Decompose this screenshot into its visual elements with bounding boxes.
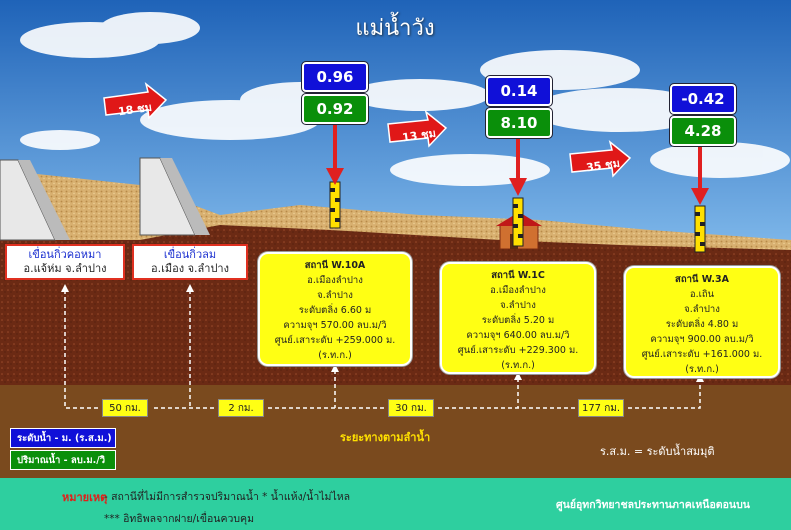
rsm-note: ร.ส.ม. = ระดับน้ำสมมุติ	[600, 445, 715, 458]
dam-location: อ.แจ้ห่ม จ.ลำปาง	[23, 262, 107, 275]
travel-arrow-3	[569, 140, 632, 178]
station-name: สถานี W.3A	[675, 274, 729, 285]
station-bank-level: ระดับตลิ่ง 5.20 ม	[481, 315, 555, 326]
dam-kiew-lom: เขื่อนกิ่วลม อ.เมือง จ.ลำปาง	[132, 244, 248, 280]
station-capacity: ความจุฯ 900.00 ลบ.ม/วิ	[650, 334, 754, 345]
flow-w10a: 0.92	[301, 93, 369, 125]
footer-bar	[0, 478, 791, 530]
station-bank-level: ระดับตลิ่ง 4.80 ม	[665, 319, 739, 330]
distance-caption: ระยะทางตามลำน้ำ	[340, 431, 431, 444]
staff-gauge-1	[329, 181, 341, 229]
water-level-w10a: 0.96	[301, 61, 369, 93]
water-level-w1c: 0.14	[485, 75, 553, 107]
travel-arrow-2	[387, 110, 448, 148]
legend-water-level: ระดับน้ำ - ม. (ร.ส.ม.)	[10, 428, 116, 448]
station-district: อ.เมืองลำปาง	[307, 275, 363, 286]
note-line-1: - สถานีที่ไม่มีการสำรวจปริมาณน้ำ * น้ำแห…	[104, 491, 351, 503]
station-w1c: สถานี W.1C อ.เมืองลำปาง จ.ลำปาง ระดับตลิ…	[440, 262, 596, 374]
dam-kiew-kho-ma: เขื่อนกิ่วคอหมา อ.แจ้ห่ม จ.ลำปาง	[5, 244, 125, 280]
station-district: อ.เถิน	[689, 289, 715, 300]
page-title: แม่น้ำวัง	[355, 16, 435, 41]
station-name: สถานี W.10A	[304, 260, 366, 271]
dam-name: เขื่อนกิ่วคอหมา	[28, 248, 102, 261]
distance-label-2: 2 กม.	[218, 399, 264, 417]
station-bank-level: ระดับตลิ่ง 6.60 ม	[298, 305, 372, 316]
dam-2-wall	[139, 157, 210, 236]
flow-arrowheads	[61, 284, 704, 382]
station-capacity: ความจุฯ 570.00 ลบ.ม/วิ	[283, 320, 387, 331]
station-capacity: ความจุฯ 640.00 ลบ.ม/วิ	[466, 330, 570, 341]
distance-label-1: 50 กม.	[102, 399, 148, 417]
legend-flow: ปริมาณน้ำ - ลบ.ม./วิ	[10, 450, 116, 470]
pointer-arrow-1	[326, 125, 344, 185]
distance-label-4: 177 กม.	[578, 399, 624, 417]
flow-w1c: 8.10	[485, 107, 553, 139]
staff-gauge-2	[512, 197, 524, 247]
station-province: จ.ลำปาง	[684, 304, 720, 315]
flow-w3a: 4.28	[669, 115, 737, 147]
pointer-arrow-2	[509, 139, 527, 196]
station-name: สถานี W.1C	[491, 270, 545, 281]
staff-gauge-3	[694, 205, 706, 253]
dam-1-wall	[0, 159, 70, 241]
station-province: จ.ลำปาง	[500, 300, 536, 311]
distance-label-3: 30 กม.	[388, 399, 434, 417]
note-line-2: *** อิทธิพลจากฝาย/เขื่อนควบคุม	[104, 513, 255, 525]
flow-path	[64, 290, 701, 409]
station-gauge-zero: ศูนย์.เสาระดับ +259.000 ม.(ร.ท.ก.)	[274, 335, 396, 361]
organization-name: ศูนย์อุทกวิทยาชลประทานภาคเหนือตอนบน	[556, 499, 750, 511]
pointer-arrow-3	[691, 147, 709, 205]
dam-name: เขื่อนกิ่วลม	[163, 248, 217, 261]
travel-arrow-1	[103, 82, 168, 120]
water-level-w3a: -0.42	[669, 83, 737, 115]
note-label: หมายเหตุ	[62, 491, 108, 504]
station-w3a: สถานี W.3A อ.เถิน จ.ลำปาง ระดับตลิ่ง 4.8…	[624, 266, 780, 378]
station-district: อ.เมืองลำปาง	[490, 285, 546, 296]
station-w10a: สถานี W.10A อ.เมืองลำปาง จ.ลำปาง ระดับตล…	[258, 252, 412, 366]
station-gauge-zero: ศูนย์.เสาระดับ +161.000 ม.(ร.ท.ก.)	[641, 349, 763, 375]
station-gauge-zero: ศูนย์.เสาระดับ +229.300 ม.(ร.ท.ก.)	[457, 345, 579, 371]
station-province: จ.ลำปาง	[317, 290, 353, 301]
dam-location: อ.เมือง จ.ลำปาง	[151, 262, 229, 275]
